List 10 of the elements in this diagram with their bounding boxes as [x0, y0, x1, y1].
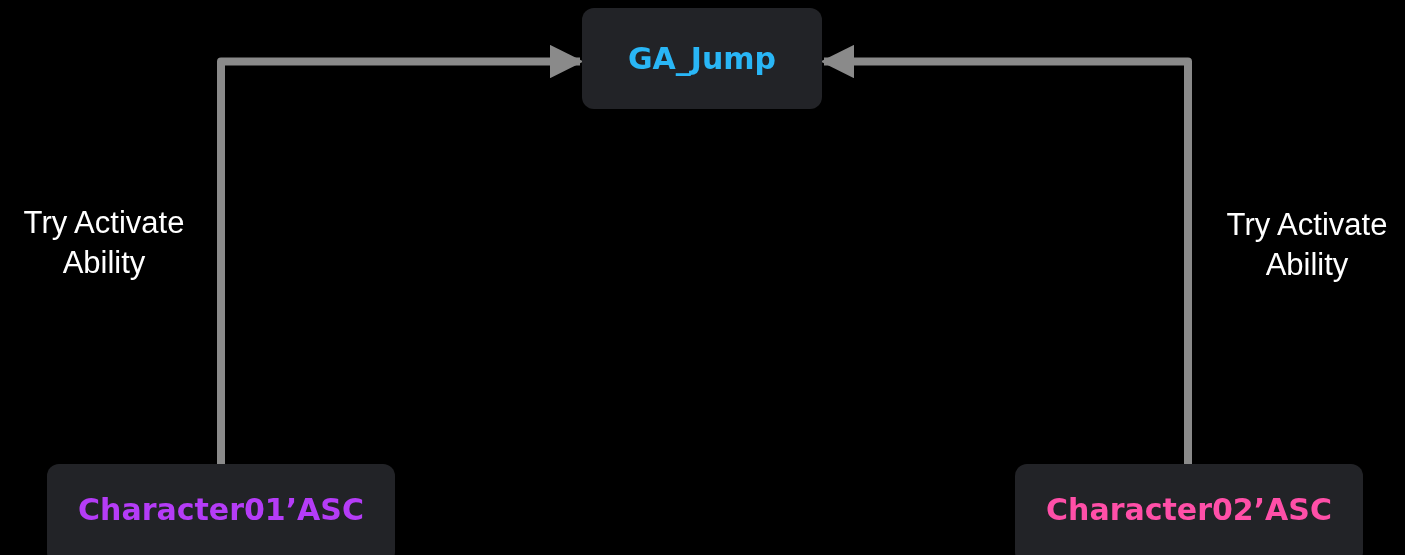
edge-label: Try Activate Ability: [1225, 206, 1389, 285]
arrow: [820, 44, 1192, 464]
node-box: [582, 8, 822, 109]
node-label: Character02’ASC: [1046, 492, 1332, 527]
edge-label: Try Activate Ability: [22, 204, 186, 283]
node-box: [1015, 464, 1363, 555]
node-box: [47, 464, 395, 555]
node-label: Character01’ASC: [78, 492, 364, 527]
node-label: GA_Jump: [627, 41, 777, 76]
arrow: [217, 44, 584, 464]
